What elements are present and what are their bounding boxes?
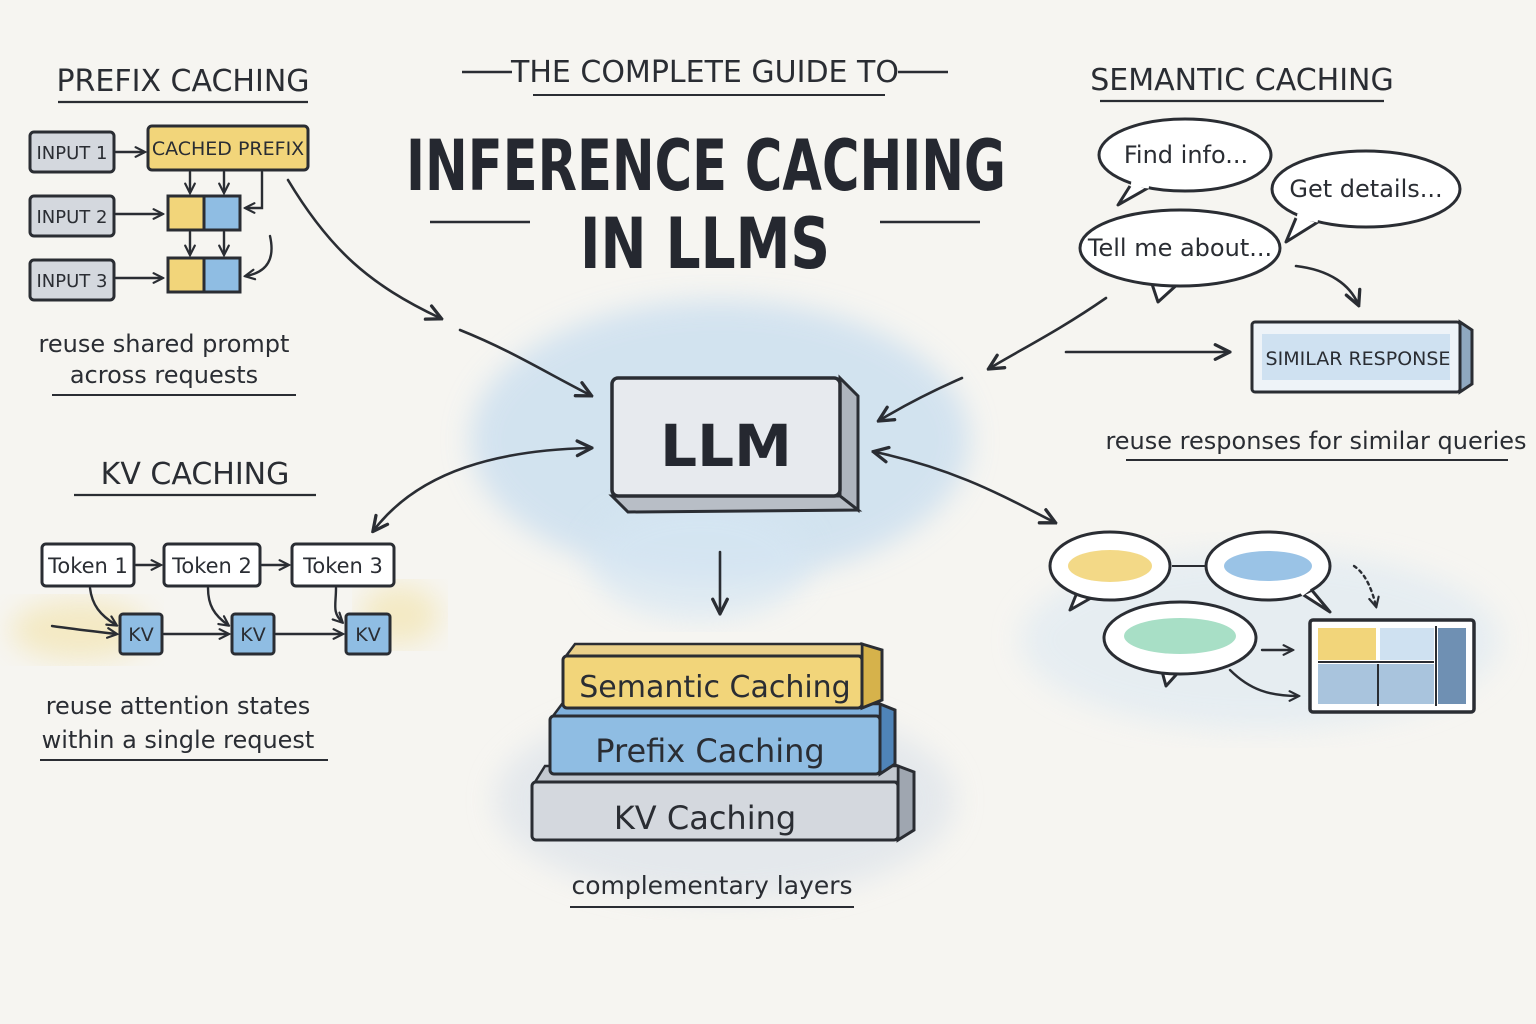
arrow-llm-bubbles-bidirectional [875, 452, 1054, 522]
response-panel [1308, 618, 1476, 714]
input-1-box [28, 130, 116, 174]
kv-arrows [50, 565, 342, 634]
token-1-box [40, 542, 136, 588]
stack-label-semantic: Semantic Caching [579, 670, 850, 705]
token-3-label: Token 3 [302, 554, 383, 578]
arrow-into-llm-upper-left [458, 328, 590, 395]
kv-1-label: KV [128, 624, 153, 646]
bubble-tell-me-about-text: Tell me about... [1087, 234, 1272, 262]
token-1-label: Token 1 [47, 554, 128, 578]
kv-heading: KV CACHING [101, 457, 290, 492]
kicker-text: THE COMPLETE GUIDE TO [510, 55, 899, 90]
header: THE COMPLETE GUIDE TO INFERENCE CACHING … [406, 55, 1006, 285]
semantic-illustration [1048, 530, 1476, 714]
arrow-kv-llm-bidirectional [374, 448, 590, 530]
input-3-label: INPUT 3 [37, 271, 108, 292]
bubble-tell-me-about: Tell me about... [1078, 208, 1282, 304]
kv-caching-section: KV CACHING Token 1 Token 2 Token 3 KV KV… [40, 457, 396, 761]
similar-response-box: SIMILAR RESPONSE [1250, 319, 1474, 395]
prefix-caching-section: PREFIX CACHING CACHED PREFIX INPUT 1 INP… [28, 64, 310, 396]
input-3-box [28, 258, 116, 302]
similar-response-label: SIMILAR RESPONSE [1266, 348, 1451, 370]
token-2-label: Token 2 [171, 554, 252, 578]
caching-stack: KV Caching Prefix Caching Semantic Cachi… [530, 641, 916, 908]
color-bubble-yellow [1048, 530, 1172, 612]
bubble-find-info-text: Find info... [1124, 141, 1248, 169]
arrow-prefix-to-llm [286, 178, 440, 318]
llm-box: LLM [608, 374, 863, 514]
input-2-label: INPUT 2 [37, 207, 108, 228]
bubble-get-details-text: Get details... [1289, 175, 1442, 203]
token-3-box [290, 542, 396, 588]
stack-layer-semantic: Semantic Caching [561, 641, 884, 711]
kv-caption-line-2: within a single request [42, 726, 315, 754]
kv-caption-line-1: reuse attention states [46, 692, 311, 720]
semantic-heading: SEMANTIC CACHING [1090, 63, 1394, 98]
stack-layer-prefix: Prefix Caching [548, 701, 897, 777]
illustration-arrows [1228, 564, 1376, 696]
stack-caption: complementary layers [571, 871, 852, 900]
token-2-box [162, 542, 262, 588]
kv-3-box [344, 612, 392, 656]
kv-2-label: KV [240, 624, 265, 646]
prefix-caption-line-2: across requests [70, 361, 258, 389]
prefix-mini-block-2 [166, 194, 242, 232]
title-line-1: INFERENCE CACHING [406, 125, 1006, 207]
arrow-bubble-to-response [1294, 264, 1358, 304]
kv-2-box [230, 612, 276, 656]
prefix-caption-line-1: reuse shared prompt [39, 330, 290, 358]
prefix-heading: PREFIX CACHING [56, 64, 309, 99]
bubble-find-info: Find info... [1097, 117, 1273, 207]
prefix-mini-block-3 [166, 256, 242, 294]
color-bubble-blue [1204, 530, 1332, 614]
cached-prefix-label: CACHED PREFIX [152, 138, 304, 160]
stack-layer-kv: KV Caching [530, 763, 916, 843]
semantic-caption: reuse responses for similar queries [1105, 427, 1526, 455]
kv-3-label: KV [355, 624, 380, 646]
llm-label: LLM [660, 412, 792, 480]
arrow-semantic-to-llm-upper [990, 296, 1108, 368]
semantic-caching-section: SEMANTIC CACHING Find info... Get detail… [1078, 63, 1527, 461]
stack-label-kv: KV Caching [614, 799, 796, 837]
input-2-box [28, 194, 116, 238]
stack-label-prefix: Prefix Caching [595, 732, 824, 770]
title-line-2: IN LLMS [580, 203, 830, 285]
center-arrows [286, 178, 1358, 612]
prefix-arrows [114, 152, 273, 278]
kv-1-box [118, 612, 164, 656]
color-bubble-green [1102, 600, 1258, 688]
cached-prefix-box [146, 124, 310, 172]
bubble-get-details: Get details... [1270, 149, 1462, 244]
input-1-label: INPUT 1 [37, 143, 108, 164]
arrow-semantic-to-llm-lower [880, 376, 964, 420]
